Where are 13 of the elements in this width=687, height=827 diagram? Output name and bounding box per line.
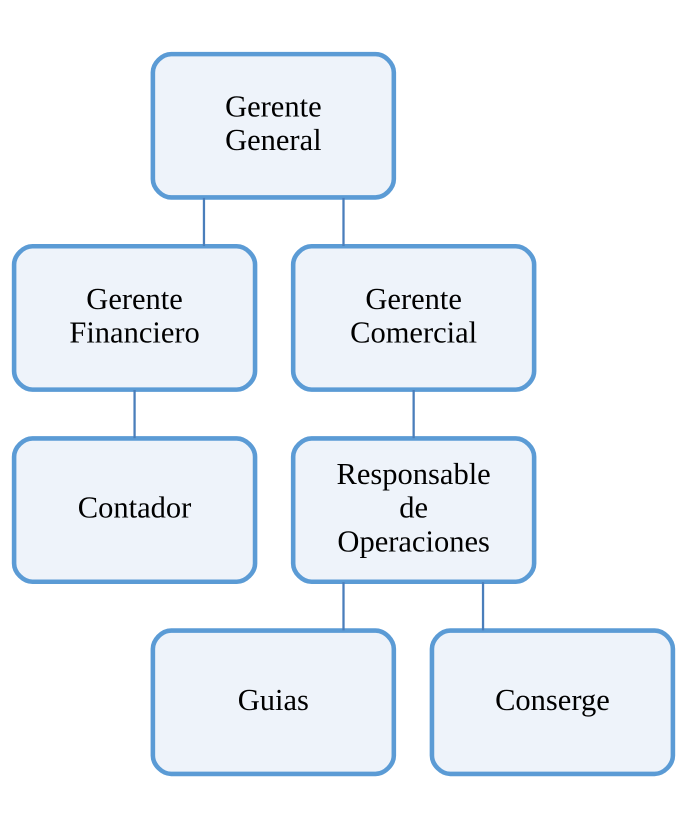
connector: [202, 197, 206, 246]
connector: [342, 582, 345, 630]
node-box: Guias: [150, 628, 396, 776]
node-box: Gerente General: [150, 51, 396, 200]
connector: [482, 582, 484, 630]
node-box: Gerente Comercial: [290, 243, 536, 392]
connector: [342, 197, 345, 246]
node-box: Contador: [12, 436, 258, 584]
connector: [412, 390, 415, 438]
node-box: Gerente Financiero: [12, 243, 258, 392]
node-box: Responsable de Operaciones: [290, 436, 536, 584]
node-box: Conserge: [430, 628, 676, 776]
connector: [133, 390, 136, 438]
